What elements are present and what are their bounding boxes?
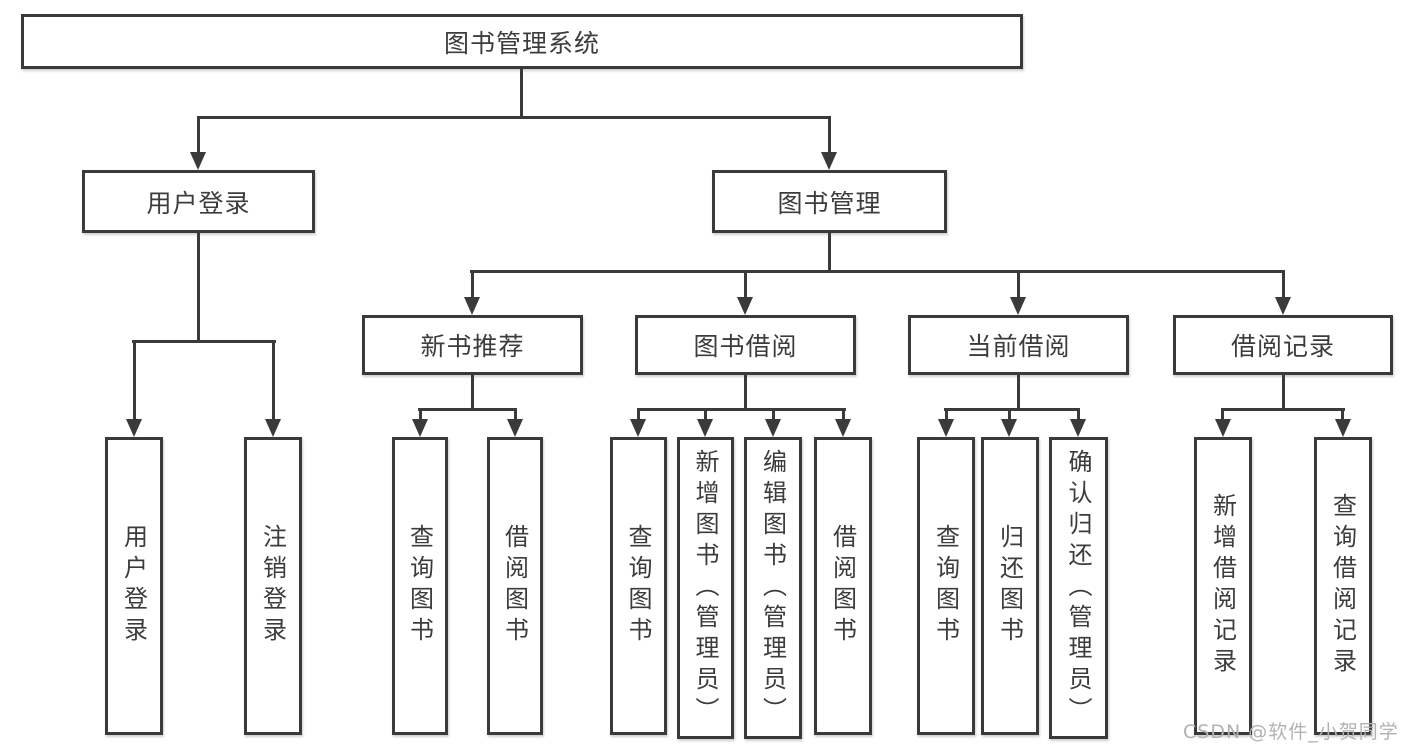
connector-login-stem <box>197 233 200 343</box>
connector-recommend-stem <box>471 375 474 411</box>
connector-records-drop-1 <box>1221 408 1224 422</box>
arrowhead-new-book-recommend <box>464 297 480 315</box>
connector-login-drop-2 <box>272 340 275 422</box>
arrowhead-recommend-borrow <box>507 419 523 437</box>
node-book-borrow-label: 图书借阅 <box>693 332 798 361</box>
arrowhead-add-book <box>697 419 713 437</box>
connector-root-stem <box>520 69 523 119</box>
arrowhead-borrow-records <box>1275 297 1291 315</box>
leaf-add-borrow-record: 新增借阅记录 <box>1194 437 1252 735</box>
connector-records-drop-2 <box>1341 408 1344 422</box>
arrowhead-leaf-logout <box>265 419 281 437</box>
connector-mgmt-drop-1 <box>471 270 474 300</box>
leaf-query-borrow-record: 查询借阅记录 <box>1314 437 1372 735</box>
leaf-recommend-query-books: 查询图书 <box>392 437 448 735</box>
leaf-recommend-query-books-label: 查询图书 <box>405 524 434 648</box>
arrowhead-query-record <box>1335 419 1351 437</box>
leaf-borrow-books: 借阅图书 <box>814 437 872 735</box>
node-book-management-label: 图书管理 <box>777 188 882 218</box>
arrowhead-confirm-return <box>1070 419 1086 437</box>
leaf-confirm-return-admin: 确认归还（管理员） <box>1049 437 1108 739</box>
leaf-edit-book-admin-label: 编辑图书（管理员） <box>758 448 787 728</box>
node-new-book-recommend-label: 新书推荐 <box>420 332 525 361</box>
connector-records-stem <box>1282 375 1285 411</box>
arrowhead-return-book <box>1001 419 1017 437</box>
node-book-borrow: 图书借阅 <box>635 315 856 375</box>
connector-borrow-drop-3 <box>772 408 775 422</box>
arrowhead-book-management <box>821 152 837 170</box>
leaf-recommend-borrow-books: 借阅图书 <box>487 437 543 735</box>
arrowhead-current-borrow <box>1010 297 1026 315</box>
node-user-login-label: 用户登录 <box>146 188 251 218</box>
connector-root-drop-right <box>828 116 831 156</box>
arrowhead-add-record <box>1215 419 1231 437</box>
leaf-user-login: 用户登录 <box>105 437 163 735</box>
connector-borrow-drop-1 <box>637 408 640 422</box>
node-current-borrow: 当前借阅 <box>908 315 1129 375</box>
node-book-management: 图书管理 <box>712 170 947 233</box>
leaf-borrow-query-books-label: 查询图书 <box>624 524 652 648</box>
connector-mgmt-drop-2 <box>744 270 747 300</box>
node-current-borrow-label: 当前借阅 <box>966 332 1071 361</box>
node-root-label: 图书管理系统 <box>443 28 600 58</box>
leaf-borrow-books-label: 借阅图书 <box>828 524 857 648</box>
arrowhead-borrow-leaf <box>835 419 851 437</box>
connector-login-drop-1 <box>133 340 136 422</box>
connector-current-stem <box>1017 375 1020 411</box>
connector-current-drop-1 <box>945 408 948 422</box>
connector-recommend-drop-2 <box>514 408 517 422</box>
node-user-login: 用户登录 <box>82 170 315 233</box>
arrowhead-book-borrow <box>737 297 753 315</box>
connector-records-rail <box>1221 408 1345 411</box>
arrowhead-user-login <box>190 152 206 170</box>
connector-recommend-rail <box>418 408 517 411</box>
connector-borrow-stem <box>744 375 747 411</box>
leaf-current-query-books: 查询图书 <box>917 437 975 735</box>
leaf-user-login-label: 用户登录 <box>119 524 148 648</box>
connector-borrow-drop-4 <box>842 408 845 422</box>
leaf-add-book-admin-label: 新增图书（管理员） <box>691 448 719 728</box>
arrowhead-borrow-query <box>630 419 646 437</box>
arrowhead-leaf-user-login <box>126 419 142 437</box>
arrowhead-edit-book <box>765 419 781 437</box>
leaf-confirm-return-admin-label: 确认归还（管理员） <box>1064 448 1092 728</box>
watermark: CSDN @软件_小贺同学 <box>1183 721 1399 743</box>
node-root: 图书管理系统 <box>21 14 1023 69</box>
node-borrow-records-label: 借阅记录 <box>1230 332 1335 361</box>
leaf-add-book-admin: 新增图书（管理员） <box>677 437 734 739</box>
connector-borrow-rail <box>637 408 846 411</box>
leaf-edit-book-admin: 编辑图书（管理员） <box>744 437 802 739</box>
connector-current-drop-2 <box>1008 408 1011 422</box>
connector-current-rail <box>944 408 1080 411</box>
arrowhead-current-query <box>938 419 954 437</box>
leaf-return-book-label: 归还图书 <box>995 524 1024 648</box>
connector-mgmt-drop-3 <box>1017 270 1020 300</box>
leaf-recommend-borrow-books-label: 借阅图书 <box>500 524 529 648</box>
connector-mgmt-rail <box>470 270 1284 273</box>
connector-current-drop-3 <box>1077 408 1080 422</box>
node-new-book-recommend: 新书推荐 <box>362 315 583 375</box>
leaf-add-borrow-record-label: 新增借阅记录 <box>1208 493 1237 679</box>
leaf-current-query-books-label: 查询图书 <box>931 524 960 648</box>
leaf-query-borrow-record-label: 查询借阅记录 <box>1328 493 1357 679</box>
connector-login-rail <box>132 340 276 343</box>
arrowhead-recommend-query <box>412 419 428 437</box>
leaf-logout: 注销登录 <box>244 437 302 735</box>
connector-mgmt-drop-4 <box>1282 270 1285 300</box>
connector-mgmt-stem <box>828 233 831 273</box>
leaf-borrow-query-books: 查询图书 <box>610 437 667 735</box>
leaf-return-book: 归还图书 <box>981 437 1039 735</box>
connector-recommend-drop-1 <box>419 408 422 422</box>
connector-root-rail <box>197 116 831 119</box>
connector-borrow-drop-2 <box>704 408 707 422</box>
node-borrow-records: 借阅记录 <box>1173 315 1393 375</box>
leaf-logout-label: 注销登录 <box>258 524 287 648</box>
connector-root-drop-left <box>197 116 200 156</box>
